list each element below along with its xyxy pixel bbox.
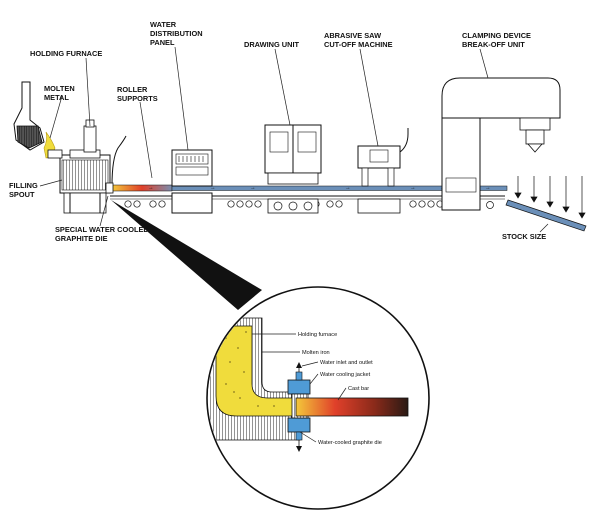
zoom-wedge	[111, 200, 262, 310]
svg-text:→: →	[148, 185, 154, 191]
detail-holding-furnace: Holding furnace	[298, 332, 337, 338]
leader-lines	[39, 46, 549, 233]
drawing-unit	[264, 124, 322, 214]
label-water-panel: DISTRIBUTION	[150, 29, 203, 38]
svg-text:→: →	[250, 185, 256, 191]
label-graphite-die: SPECIAL WATER COOLED	[55, 225, 149, 234]
detail-cast-bar: Cast bar	[348, 386, 369, 392]
label-holding-furnace: HOLDING FURNACE	[30, 49, 102, 58]
stock-bars	[505, 176, 587, 232]
detail-water-inlet: Water inlet and outlet	[320, 360, 373, 366]
svg-text:→: →	[410, 185, 416, 191]
svg-text:→: →	[485, 185, 491, 191]
svg-text:→: →	[345, 185, 351, 191]
detail-molten-iron: Molten iron	[302, 350, 330, 356]
label-roller-supports: SUPPORTS	[117, 94, 158, 103]
clamping-device	[441, 77, 561, 211]
label-filling-spout: SPOUT	[9, 190, 35, 199]
label-stock-size: STOCK SIZE	[502, 232, 546, 241]
label-graphite-die: GRAPHITE DIE	[55, 234, 108, 243]
abrasive-saw	[357, 128, 409, 214]
label-drawing-unit: DRAWING UNIT	[244, 40, 299, 49]
molten-speckles	[225, 331, 275, 407]
cast-bar-line	[171, 185, 508, 191]
holding-furnace	[13, 81, 127, 214]
label-filling-spout: FILLING	[9, 181, 38, 190]
detail-graphite-die: Water-cooled graphite die	[318, 440, 382, 446]
label-clamping-device: CLAMPING DEVICE	[462, 31, 531, 40]
label-abrasive-saw: CUT-OFF MACHINE	[324, 40, 393, 49]
label-water-panel: PANEL	[150, 38, 175, 47]
label-molten-metal: METAL	[44, 93, 69, 102]
detail-view: Holding furnace Molten iron Water inlet …	[206, 286, 430, 510]
hot-bar	[111, 184, 173, 192]
water-distribution-panel	[171, 149, 213, 214]
label-molten-metal: MOLTEN	[44, 84, 75, 93]
label-clamping-device: BREAK-OFF UNIT	[462, 40, 525, 49]
label-abrasive-saw: ABRASIVE SAW	[324, 31, 381, 40]
svg-text:→: →	[210, 185, 216, 191]
main-labels: HOLDING FURNACE MOLTEN METAL FILLING SPO…	[9, 20, 546, 243]
detail-cooling-jacket: Water cooling jacket	[320, 372, 371, 378]
label-water-panel: WATER	[150, 20, 177, 29]
label-roller-supports: ROLLER	[117, 85, 148, 94]
